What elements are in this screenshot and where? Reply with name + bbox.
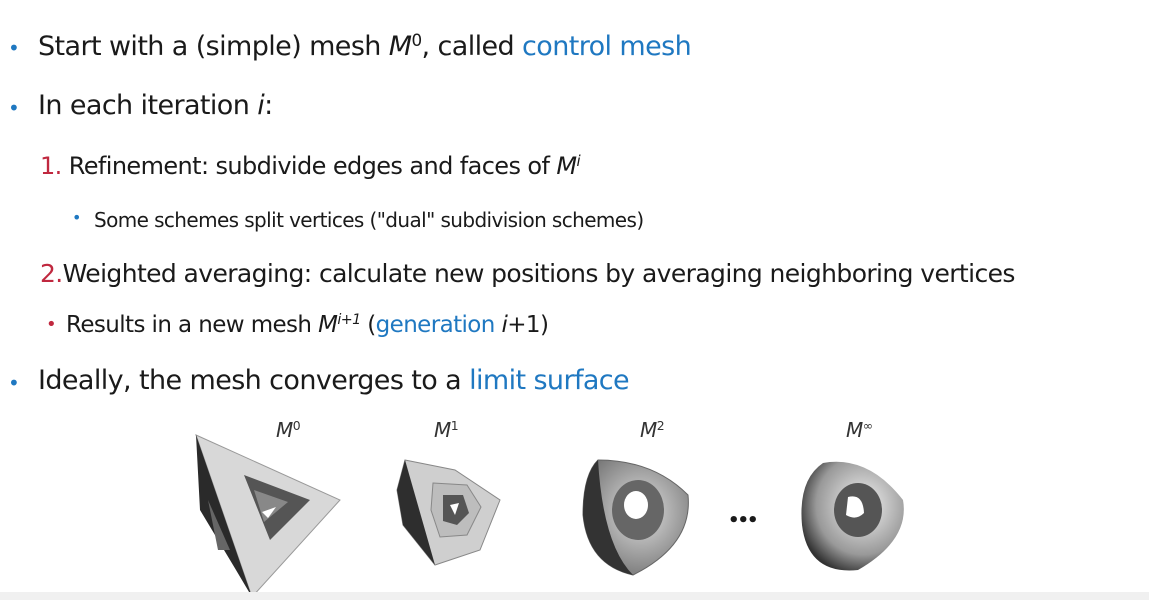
text: In each iteration xyxy=(38,90,258,121)
label-m0: M0 xyxy=(276,418,301,442)
footer-bar xyxy=(0,592,1149,600)
text: +1) xyxy=(507,312,549,338)
math-sup: i+1 xyxy=(337,312,361,329)
step-number: 1. xyxy=(40,152,62,181)
math-m: M xyxy=(318,312,338,338)
bullet-control-mesh: Start with a (simple) mesh M0, called co… xyxy=(38,30,692,63)
term-limit-surface: limit surface xyxy=(469,365,630,396)
math-m: M xyxy=(388,31,412,63)
text: Ideally, the mesh converges to a xyxy=(38,365,470,396)
text: Results in a new mesh xyxy=(66,312,319,338)
bullet-iteration: In each iteration i: xyxy=(38,90,273,121)
ellipsis: ••• xyxy=(728,510,758,531)
label-m2: M2 xyxy=(640,418,665,442)
step-averaging: 2.Weighted averaging: calculate new posi… xyxy=(40,259,1015,288)
text: , called xyxy=(421,31,523,63)
label-minf: M∞ xyxy=(846,418,873,442)
mesh-m1-image xyxy=(396,459,501,566)
sub-dual-schemes: Some schemes split vertices ("dual" subd… xyxy=(94,208,644,232)
text: Weighted averaging: calculate new positi… xyxy=(62,259,1016,288)
mesh-m0-image xyxy=(195,434,341,598)
math-i: i xyxy=(257,90,265,121)
math-sup: 0 xyxy=(411,30,422,50)
text: ( xyxy=(360,312,376,338)
text: : xyxy=(264,90,273,121)
bullet-icon: • xyxy=(72,208,82,227)
term-generation: generation xyxy=(375,312,496,338)
math-sup: i xyxy=(576,152,581,170)
label-m1: M1 xyxy=(434,418,459,442)
mesh-limit-image xyxy=(801,461,904,571)
text: Start with a (simple) mesh xyxy=(38,31,389,63)
math-m: M xyxy=(556,152,577,181)
sub-new-mesh: Results in a new mesh Mi+1 (generation i… xyxy=(66,312,549,338)
bullet-icon: • xyxy=(46,314,57,335)
bullet-limit-surface: Ideally, the mesh converges to a limit s… xyxy=(38,365,630,396)
bullet-icon: • xyxy=(8,371,20,395)
step-number: 2. xyxy=(40,259,63,288)
term-control-mesh: control mesh xyxy=(522,31,692,63)
bullet-icon: • xyxy=(8,96,20,120)
bullet-icon: • xyxy=(8,36,20,60)
text: Refinement: subdivide edges and faces of xyxy=(68,152,557,181)
mesh-m2-image xyxy=(582,459,689,576)
step-refinement: 1. Refinement: subdivide edges and faces… xyxy=(40,152,581,181)
math-i: i xyxy=(494,312,508,338)
